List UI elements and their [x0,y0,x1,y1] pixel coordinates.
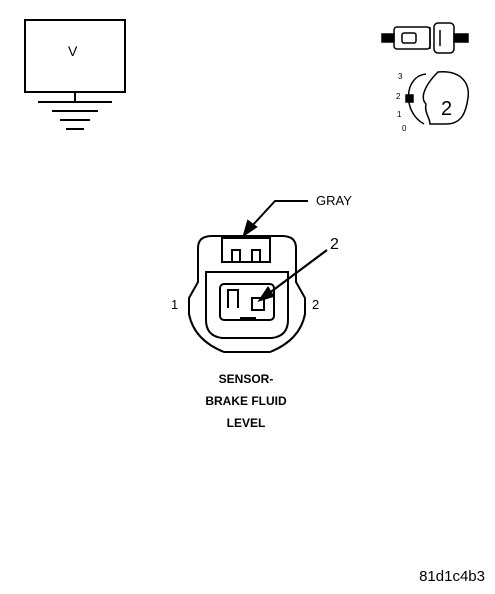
selector-dial-icon [405,71,470,125]
voltmeter-symbol [24,19,126,130]
connector-title-line-3: LEVEL [226,416,266,430]
probe-connector-icon [381,22,469,54]
connector-title-line-1: SENSOR- [218,372,274,386]
dial-mark-3: 3 [398,72,403,81]
wire-color-leader [242,200,308,238]
dial-mark-1: 1 [397,110,402,119]
cavity-callout-leader [257,249,328,302]
dial-mark-0: 0 [402,124,407,133]
figure-reference: 81d1c4b3 [419,568,485,585]
cavity-callout-number: 2 [330,236,339,253]
voltmeter-label: V [68,43,78,59]
dial-mark-2: 2 [396,92,401,101]
pin-label-left: 1 [171,297,179,312]
dial-number: 2 [441,98,453,120]
connector-title-line-2: BRAKE FLUID [205,394,287,408]
connector-face [188,235,306,353]
pin-label-right: 2 [312,297,320,312]
wire-color-label: GRAY [316,193,352,208]
